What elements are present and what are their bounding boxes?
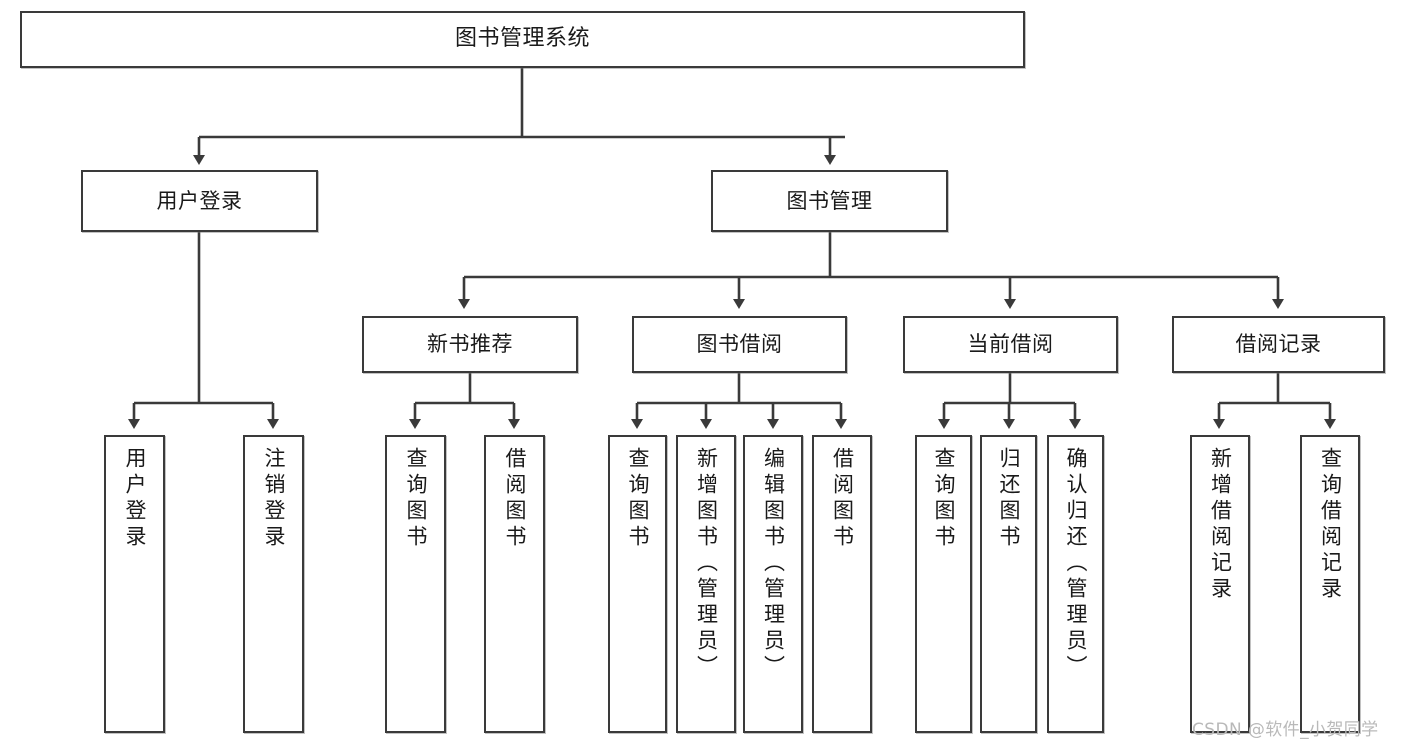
node-label: 新增图书（管理员） [694,447,719,681]
leaf-current-confirm-return-admin[interactable]: 确认归还（管理员） [1047,435,1104,733]
leaf-borrow-edit-book-admin[interactable]: 编辑图书（管理员） [743,435,803,733]
node-new-book-recommend[interactable]: 新书推荐 [362,316,578,373]
leaf-borrow-add-book-admin[interactable]: 新增图书（管理员） [676,435,736,733]
node-label: 图书借阅 [696,332,783,357]
node-label: 图书管理 [786,188,873,213]
node-label: 新增借阅记录 [1208,447,1233,603]
node-label: 编辑图书（管理员） [761,447,786,681]
leaf-current-return-book[interactable]: 归还图书 [980,435,1037,733]
node-label: 查询借阅记录 [1318,447,1343,603]
node-user-login[interactable]: 用户登录 [81,170,318,232]
node-current-borrow[interactable]: 当前借阅 [903,316,1118,373]
node-label: 查询图书 [404,447,428,551]
node-book-borrow[interactable]: 图书借阅 [632,316,847,373]
node-label: 图书管理系统 [454,26,590,52]
node-label: 借阅图书 [830,447,855,551]
node-label: 确认归还（管理员） [1064,447,1088,681]
node-label: 归还图书 [997,447,1021,551]
node-label: 注销登录 [262,447,286,551]
node-label: 用户登录 [156,188,243,213]
node-label: 查询图书 [626,447,650,551]
leaf-user-login-logout[interactable]: 注销登录 [243,435,304,733]
leaf-new-book-query[interactable]: 查询图书 [385,435,446,733]
node-book-management[interactable]: 图书管理 [711,170,948,232]
node-label: 当前借阅 [967,332,1054,357]
leaf-records-add-record[interactable]: 新增借阅记录 [1190,435,1250,733]
node-label: 查询图书 [932,447,956,551]
leaf-borrow-borrow-book[interactable]: 借阅图书 [812,435,872,733]
node-label: 新书推荐 [427,332,513,357]
node-label: 借阅图书 [503,447,527,551]
leaf-new-book-borrow[interactable]: 借阅图书 [484,435,545,733]
leaf-records-query-record[interactable]: 查询借阅记录 [1300,435,1360,733]
leaf-current-query-book[interactable]: 查询图书 [915,435,972,733]
node-label: 借阅记录 [1235,332,1322,357]
csdn-watermark: CSDN @软件_小贺同学 [1192,720,1379,740]
node-label: 用户登录 [123,447,147,551]
leaf-user-login-login[interactable]: 用户登录 [104,435,165,733]
leaf-borrow-query-book[interactable]: 查询图书 [608,435,667,733]
node-borrow-records[interactable]: 借阅记录 [1172,316,1385,373]
node-root-system[interactable]: 图书管理系统 [20,11,1025,68]
